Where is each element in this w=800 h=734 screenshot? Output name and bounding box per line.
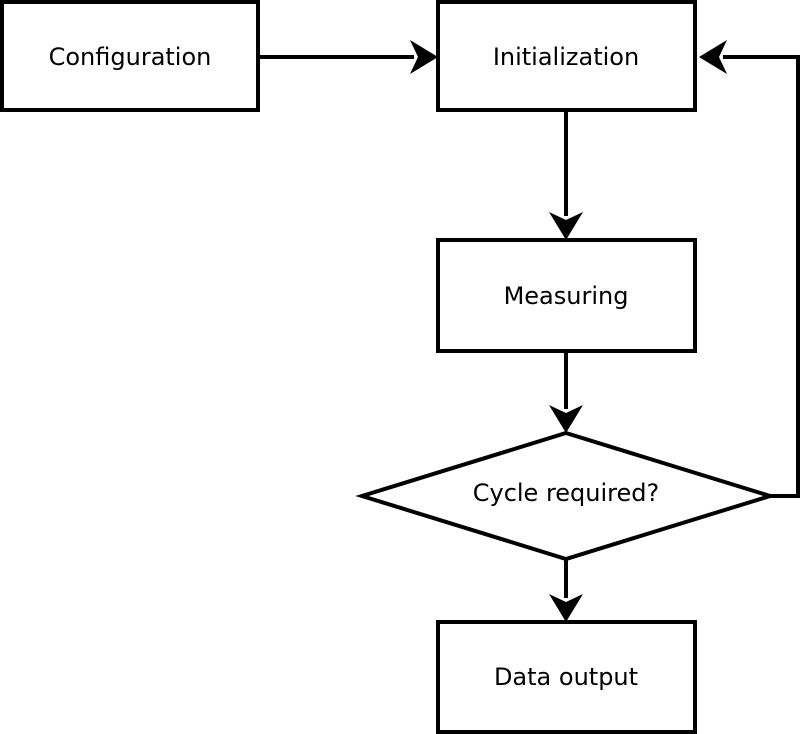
node-initialization-label: Initialization xyxy=(493,43,639,71)
arrowhead-left-icon xyxy=(699,40,727,74)
node-cycle-required: Cycle required? xyxy=(355,430,777,562)
edge-initialization-to-measuring xyxy=(549,110,583,240)
node-initialization-shape xyxy=(436,0,697,112)
node-configuration-label: Configuration xyxy=(49,43,212,71)
node-measuring-label: Measuring xyxy=(504,282,629,310)
node-measuring: Measuring xyxy=(436,238,697,353)
node-initialization: Initialization xyxy=(436,0,697,112)
arrowhead-right-icon xyxy=(410,40,438,74)
node-measuring-shape xyxy=(436,238,697,353)
node-cycle-required-shape xyxy=(355,430,777,562)
node-configuration-shape xyxy=(0,0,260,112)
arrowhead-down-icon xyxy=(549,594,583,622)
node-data-output-shape xyxy=(436,620,697,734)
edge-cycle-required-to-data-output xyxy=(549,559,583,622)
edge-configuration-to-initialization xyxy=(258,40,438,74)
edge-measuring-to-cycle-required xyxy=(549,351,583,433)
arrowhead-down-icon xyxy=(549,212,583,240)
node-cycle-required-label: Cycle required? xyxy=(473,479,660,507)
arrowhead-down-icon xyxy=(549,405,583,433)
node-configuration: Configuration xyxy=(0,0,260,112)
node-data-output-label: Data output xyxy=(494,663,638,691)
edge-cycle-required-to-initialization-loop xyxy=(699,40,800,498)
edge-line xyxy=(723,55,800,498)
node-data-output: Data output xyxy=(436,620,697,734)
